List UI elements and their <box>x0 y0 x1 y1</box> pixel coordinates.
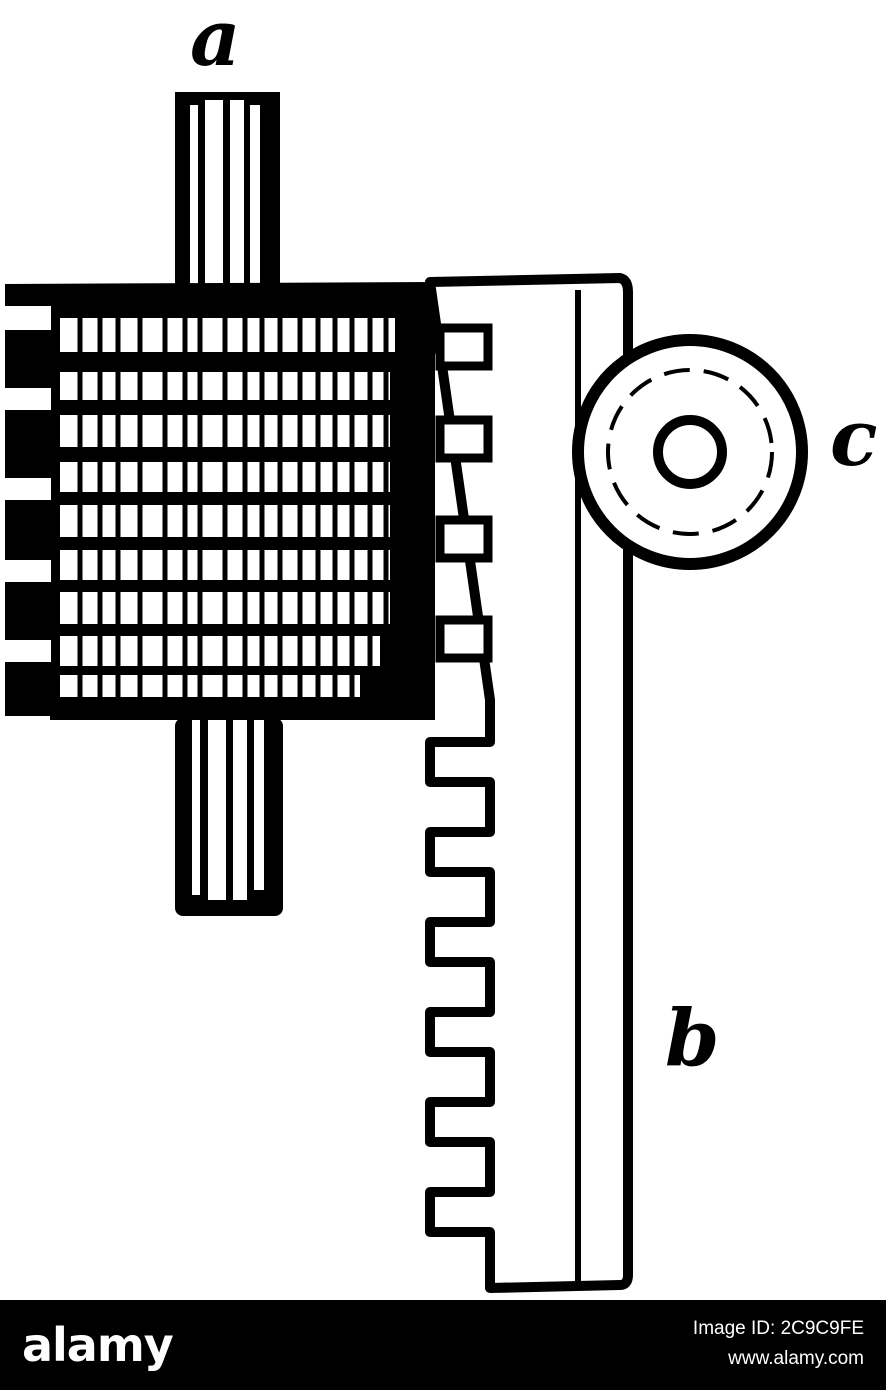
pinion-wheel <box>572 334 808 570</box>
shaft-bottom <box>175 718 283 916</box>
label-pinion-c: c <box>830 393 878 484</box>
brand-logo[interactable]: alamy <box>22 1318 174 1372</box>
engraving-figure <box>4 92 808 1293</box>
footer-bar: alamy Image ID: 2C9C9FE www.alamy.com <box>0 1300 886 1390</box>
image-id-label: Image ID: 2C9C9FE <box>692 1318 864 1339</box>
label-shaft-a: a <box>190 0 241 84</box>
site-url-link[interactable]: www.alamy.com <box>728 1348 864 1369</box>
shaft-top <box>175 92 280 292</box>
rack-bar <box>425 273 633 1293</box>
label-rack-b: b <box>665 993 720 1084</box>
winding-block <box>4 282 436 720</box>
